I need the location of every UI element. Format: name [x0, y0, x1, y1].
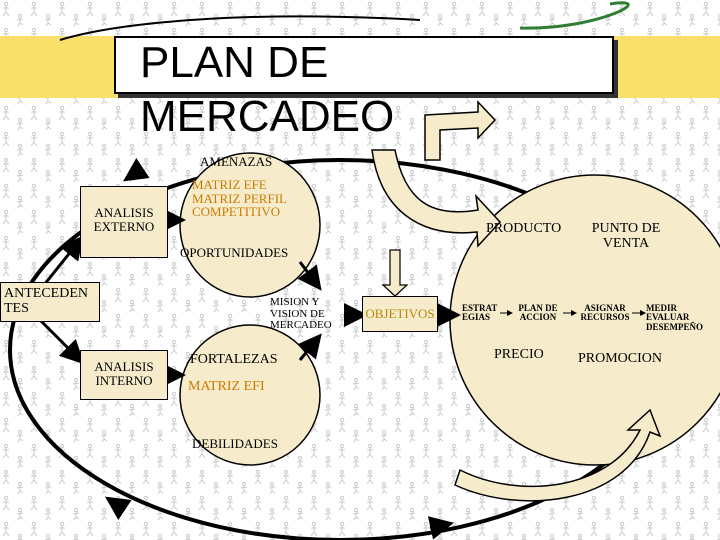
objetivos-box: [362, 296, 438, 332]
promocion-label: PROMOCION: [578, 351, 663, 366]
oportunidades-label: OPORTUNIDADES: [180, 245, 289, 260]
producto-label: PRODUCTO: [486, 221, 562, 236]
arrow-oval-bottom-left: [105, 496, 132, 520]
outer-green-curve: [519, 1, 630, 30]
amenazas-label: AMENAZAS: [200, 154, 273, 169]
matriz-efi-label: MATRIZ EFI: [188, 379, 265, 394]
plan-de-accion-label: PLAN DE ACCION: [518, 303, 558, 323]
internal-circle: [179, 324, 321, 466]
mision-vision-label: MISION Y VISION DE MERCADEO: [270, 296, 332, 332]
title-box: [114, 36, 614, 94]
arrow-fortalezas-mision: [297, 333, 322, 361]
medir-label: MEDIR EVALUAR DESEMPEÑO: [646, 303, 704, 332]
analisis-externo-box: [80, 186, 168, 258]
fortalezas-label: FORTALEZAS: [190, 352, 278, 367]
external-circle: [179, 152, 321, 298]
bent-arrow-top: [424, 100, 497, 161]
analisis-externo-label: ANALISIS EXTERNO: [93, 205, 155, 234]
analisis-interno-box: [80, 350, 168, 400]
outer-black-curve-top: [59, 15, 421, 41]
analisis-interno-label: ANALISIS INTERNO: [94, 359, 154, 388]
precio-label: PRECIO: [494, 347, 544, 362]
antecedentes-box: [0, 282, 100, 322]
arrow-antecedentes-interno: [38, 318, 85, 365]
punto-de-venta-label: PUNTO DE VENTA: [591, 221, 661, 251]
arrow-down-block: [381, 249, 409, 297]
debilidades-label: DEBILIDADES: [192, 436, 278, 451]
curved-arrow-top: [371, 149, 502, 248]
arrow-oval-bottom-right: [427, 516, 454, 540]
arrow-oportunidades-mision: [297, 261, 322, 291]
page-title: PLAN DE MERCADEO: [140, 38, 395, 141]
curved-arrow-bottom: [454, 408, 662, 502]
asignar-recursos-label: ASIGNAR RECURSOS: [580, 303, 630, 323]
arrow-antecedentes-externo: [38, 235, 84, 291]
matriz-efe-label: MATRIZ EFE MATRIZ PERFIL COMPETITIVO: [192, 177, 287, 220]
estrategias-label: ESTRAT EGIAS: [462, 303, 498, 323]
antecedentes-label: ANTECEDEN TES: [4, 286, 88, 316]
objetivos-label: OBJETIVOS: [365, 306, 435, 321]
arrow-oval-top-left: [123, 158, 150, 182]
